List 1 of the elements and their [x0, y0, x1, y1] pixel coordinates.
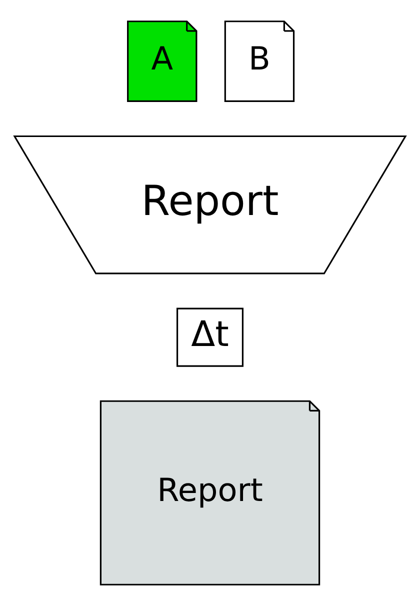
node-box: Δt: [176, 307, 244, 366]
